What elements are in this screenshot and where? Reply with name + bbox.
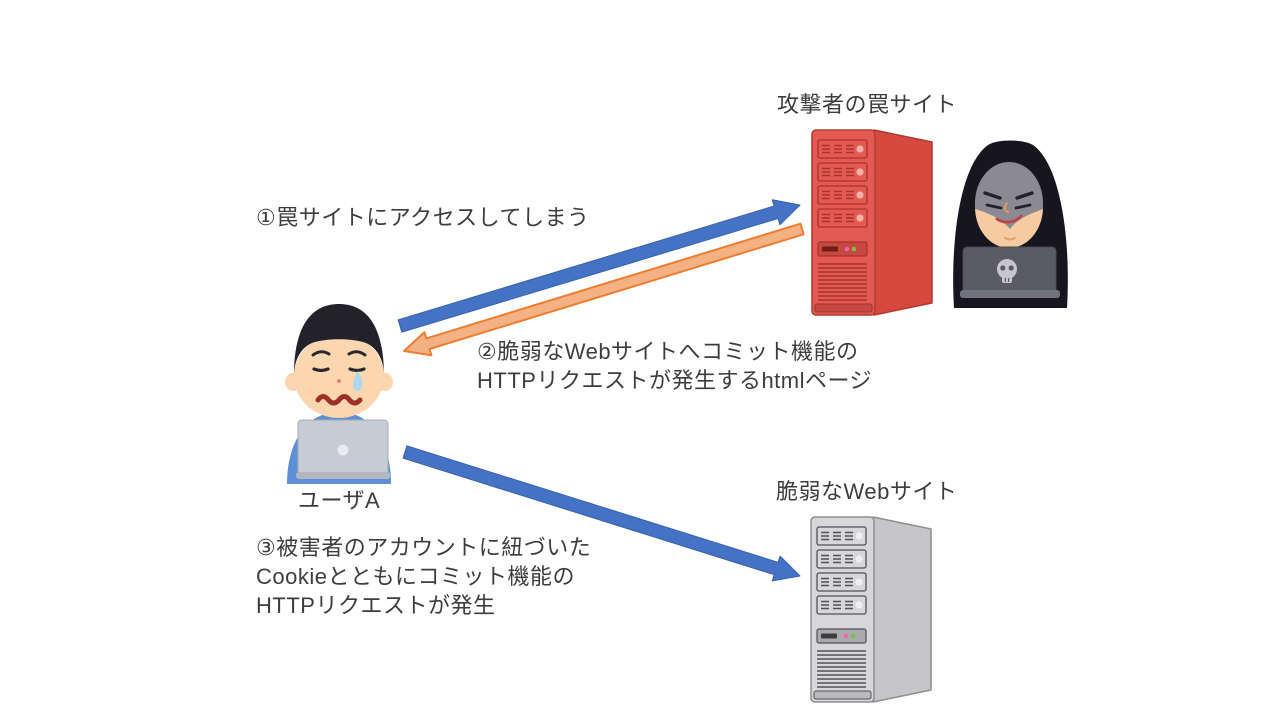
server-status-panel: [816, 628, 867, 644]
arrow-step1-user-to-trap-site: [397, 199, 801, 333]
user-distressed-mouth: [315, 394, 363, 406]
step1-label: ①罠サイトにアクセスしてしまう: [256, 205, 590, 230]
user-hair: [294, 304, 384, 376]
gray-tower-server-icon: [810, 516, 932, 703]
hacker-laptop: [960, 246, 1060, 298]
server-vent-grille: [817, 650, 866, 688]
user-face: [294, 334, 384, 418]
attacker-server-icon: [810, 126, 934, 316]
laptop-logo: [337, 444, 349, 456]
server-vent-grille: [818, 263, 867, 301]
hacker-mask: [975, 162, 1043, 229]
red-tower-server-icon: [811, 129, 933, 316]
hooded-hacker-icon: [953, 140, 1068, 308]
tear-drop: [353, 371, 363, 392]
step3-label: ③被害者のアカウントに紐づいた Cookieとともにコミット機能の HTTPリク…: [256, 535, 592, 618]
arrow-step3-user-to-vulnerable-site: [402, 445, 801, 582]
user-closed-eyes: [312, 367, 366, 373]
hacker-icon: [947, 129, 1074, 308]
user-nose: [337, 379, 341, 383]
hacker-eyebrows: [983, 191, 1034, 200]
server-status-panel: [817, 241, 868, 257]
attacker-site-label: 攻撃者の罠サイト: [777, 92, 958, 117]
hacker-nose: [1003, 202, 1009, 213]
server-base: [814, 303, 873, 313]
hacker-chin: [1004, 237, 1016, 241]
skull-icon: [997, 259, 1017, 283]
user-laptop: [296, 419, 390, 479]
vulnerable-server-icon: [809, 512, 933, 704]
led-green: [850, 633, 856, 639]
server-drive-bays: [816, 526, 867, 615]
vulnerable-site-label: 脆弱なWebサイト: [776, 479, 958, 504]
arrow-step2-trap-site-to-user: [403, 222, 805, 357]
crying-user-icon: [285, 304, 393, 484]
hacker-smirk: [995, 214, 1023, 224]
hacker-closed-eyes: [985, 203, 1032, 210]
step2-label: ②脆弱なWebサイトへコミット機能の HTTPリクエストが発生するhtmlページ: [477, 339, 873, 393]
user-label: ユーザA: [298, 488, 381, 513]
user-icon: [283, 296, 395, 484]
led-green: [851, 246, 857, 252]
server-base: [813, 690, 872, 700]
led-pink: [844, 246, 850, 252]
led-pink: [843, 633, 849, 639]
user-eyebrows: [311, 350, 367, 357]
server-drive-bays: [817, 139, 868, 228]
